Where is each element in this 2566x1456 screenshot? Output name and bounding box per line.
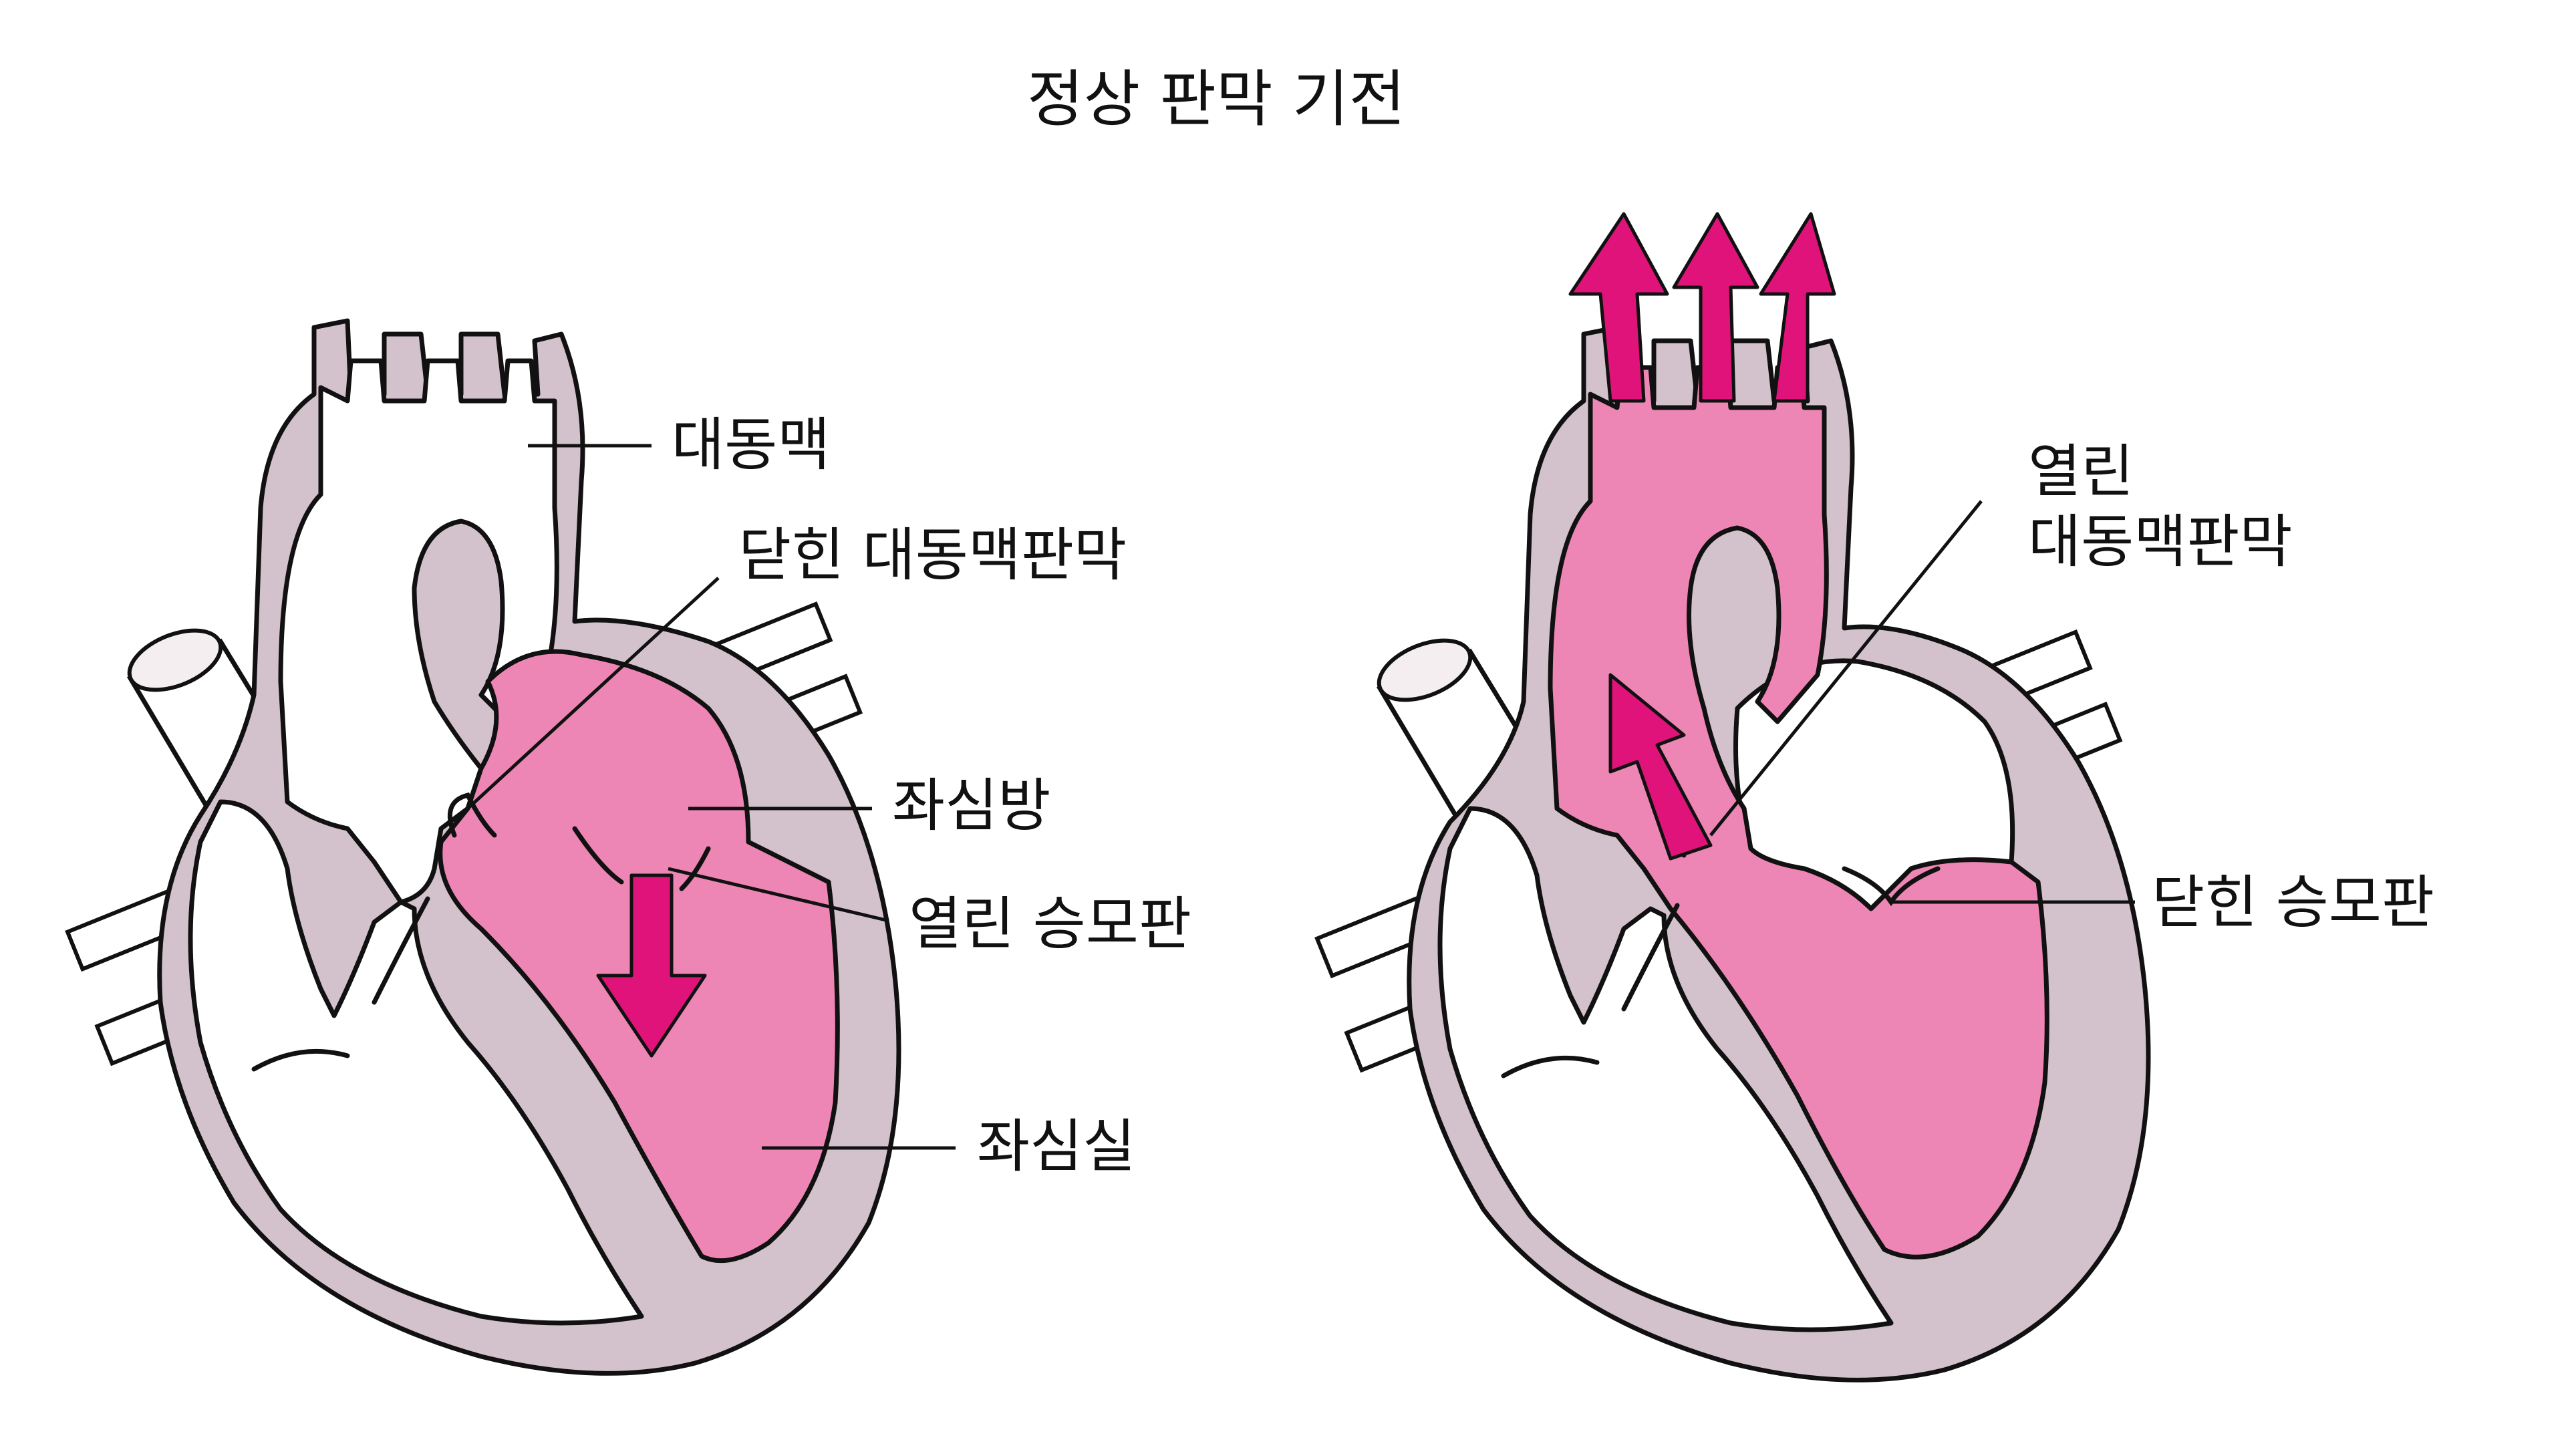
left-heart-septum-line [372, 896, 430, 1005]
label-left-atrium: 좌심방 [892, 772, 1050, 839]
label-open-mitral-valve: 열린 승모판 [909, 891, 1191, 958]
open-mitral-valve-leaflet-b [679, 846, 711, 891]
label-aorta: 대동맥 [672, 412, 830, 478]
right-heart-diagram [1314, 212, 2151, 1382]
right-heart-flow-arrow-aorta [1608, 673, 1713, 861]
left-heart-diagram [65, 318, 901, 1376]
label-closed-mitral-valve: 닫힌 승모판 [2152, 869, 2434, 936]
right-heart-septum-line [1621, 903, 1680, 1012]
left-heart-flow-arrow [596, 873, 707, 1058]
open-mitral-valve-leaflet-a [572, 826, 624, 885]
right-heart-labels: 열린 대동맥판막 닫힌 승모판 [1709, 438, 2434, 936]
closed-aortic-valve-leader-line [466, 577, 720, 810]
right-heart-flow-arrow-exit-1 [1568, 212, 1669, 403]
label-open-aortic-valve-line2: 대동맥판막 [2028, 508, 2293, 575]
left-heart-aorta [278, 358, 559, 905]
left-heart-labels: 대동맥 닫힌 대동맥판막 좌심방 열린 승모판 좌심실 [466, 412, 1191, 1180]
label-closed-aortic-valve: 닫힌 대동맥판막 [738, 522, 1127, 589]
label-open-aortic-valve-line1: 열린 [2028, 438, 2134, 505]
closed-aortic-valve-cusp [447, 792, 497, 838]
right-heart-aorta-and-ventricle [1548, 365, 2049, 1260]
diagram-title: 정상 판막 기전 [1027, 63, 1405, 135]
right-heart-right-chambers [1437, 806, 1894, 1332]
left-heart-right-chambers [188, 799, 644, 1326]
label-left-ventricle: 좌심실 [977, 1113, 1135, 1180]
right-heart-flow-arrow-exit-2 [1672, 212, 1759, 403]
right-heart-flow-arrow-exit-3 [1759, 212, 1836, 403]
left-heart-tricuspid-line [251, 1048, 350, 1072]
open-mitral-valve-leader-line [668, 867, 889, 923]
right-heart-tricuspid-line [1501, 1055, 1600, 1078]
open-aortic-valve-leader-line [1709, 500, 1983, 837]
